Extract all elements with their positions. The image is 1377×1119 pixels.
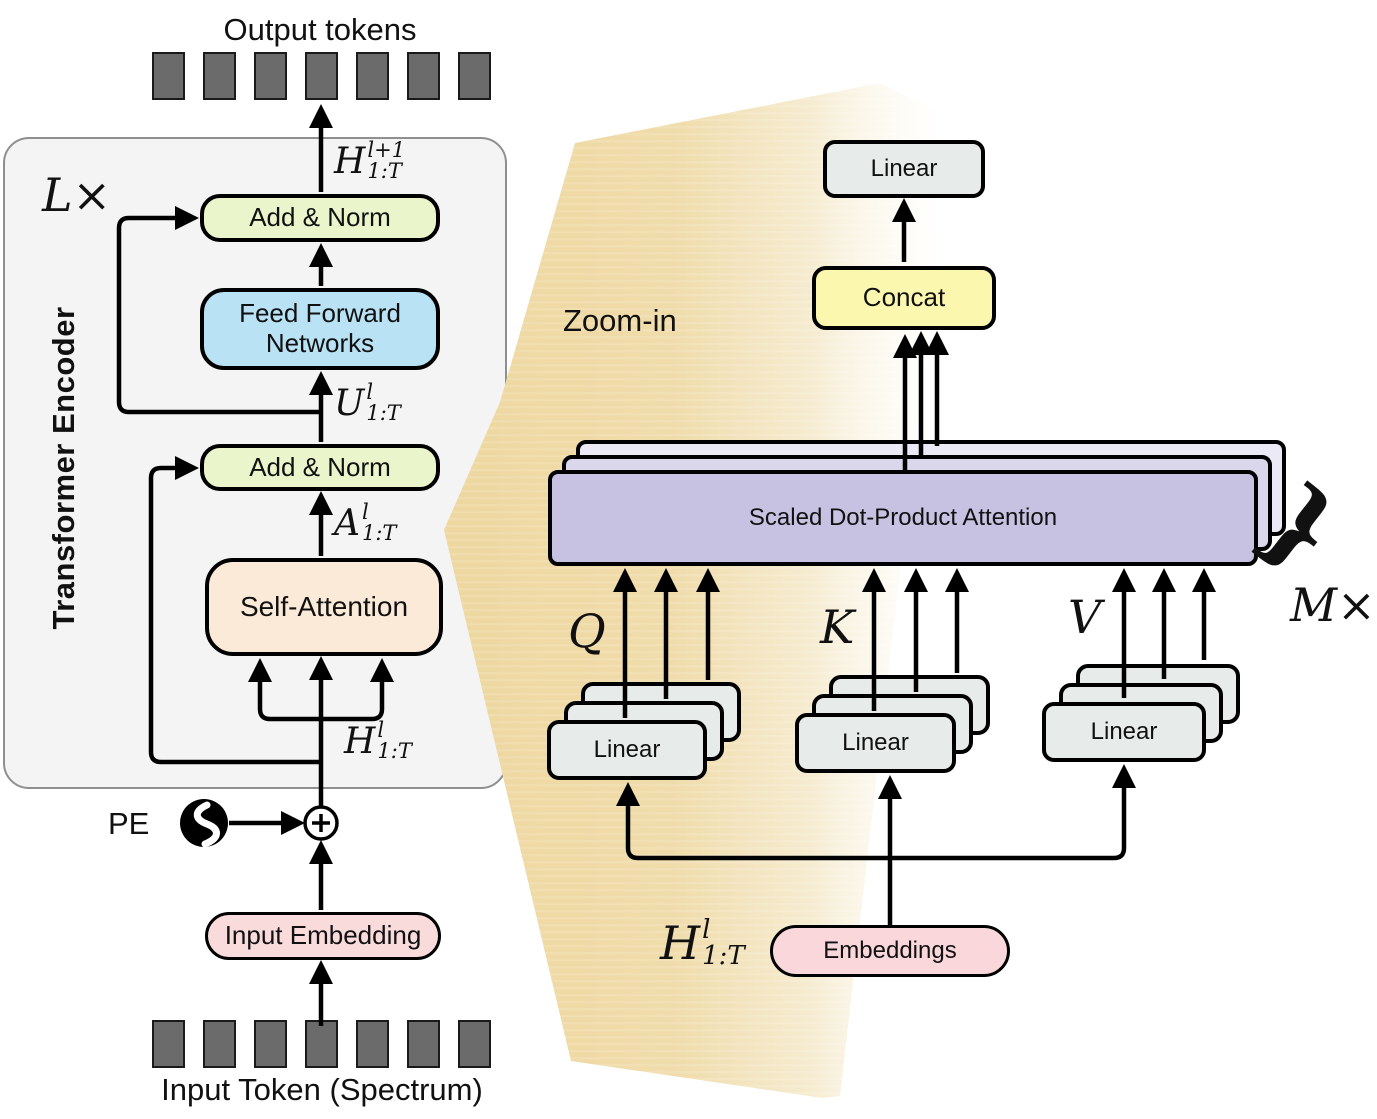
token-square <box>458 1020 491 1068</box>
add-circle-icon <box>303 805 339 841</box>
heads-count-label: M× <box>1290 578 1376 632</box>
token-square <box>356 52 389 100</box>
add-norm-bottom-box: Add & Norm <box>200 444 440 491</box>
q-label: Q <box>568 604 606 658</box>
token-square <box>356 1020 389 1068</box>
zoom-in-label: Zoom-in <box>563 303 677 338</box>
token-square <box>305 1020 338 1068</box>
output-linear-box: Linear <box>823 140 985 198</box>
token-square <box>305 52 338 100</box>
token-square <box>203 52 236 100</box>
v-linear-box: Linear <box>1042 702 1206 762</box>
panel-title: Transformer Encoder <box>46 306 81 630</box>
embeddings-box: Embeddings <box>770 925 1010 977</box>
output-token-squares <box>152 52 491 100</box>
token-square <box>254 1020 287 1068</box>
output-tokens-label: Output tokens <box>223 12 417 47</box>
add-norm-top-box: Add & Norm <box>200 194 440 242</box>
token-square <box>152 1020 185 1068</box>
q-linear-box: Linear <box>547 720 707 780</box>
input-tokens-label: Input Token (Spectrum) <box>161 1072 483 1107</box>
token-square <box>203 1020 236 1068</box>
token-square <box>407 1020 440 1068</box>
k-linear-box: Linear <box>795 713 956 773</box>
token-square <box>407 52 440 100</box>
token-square <box>458 52 491 100</box>
positional-encoding-icon <box>180 799 228 848</box>
feed-forward-box: Feed Forward Networks <box>200 288 440 370</box>
k-label: K <box>820 600 855 654</box>
pe-label: PE <box>108 806 150 841</box>
input-embedding-box: Input Embedding <box>205 912 441 960</box>
self-attention-box: Self-Attention <box>205 558 443 656</box>
concat-box: Concat <box>812 266 996 330</box>
sdpa-box: Scaled Dot-Product Attention <box>548 470 1258 566</box>
token-square <box>254 52 287 100</box>
loop-count-label: L× <box>42 168 112 222</box>
input-token-squares <box>152 1020 491 1068</box>
token-square <box>152 52 185 100</box>
v-label: V <box>1068 590 1102 644</box>
